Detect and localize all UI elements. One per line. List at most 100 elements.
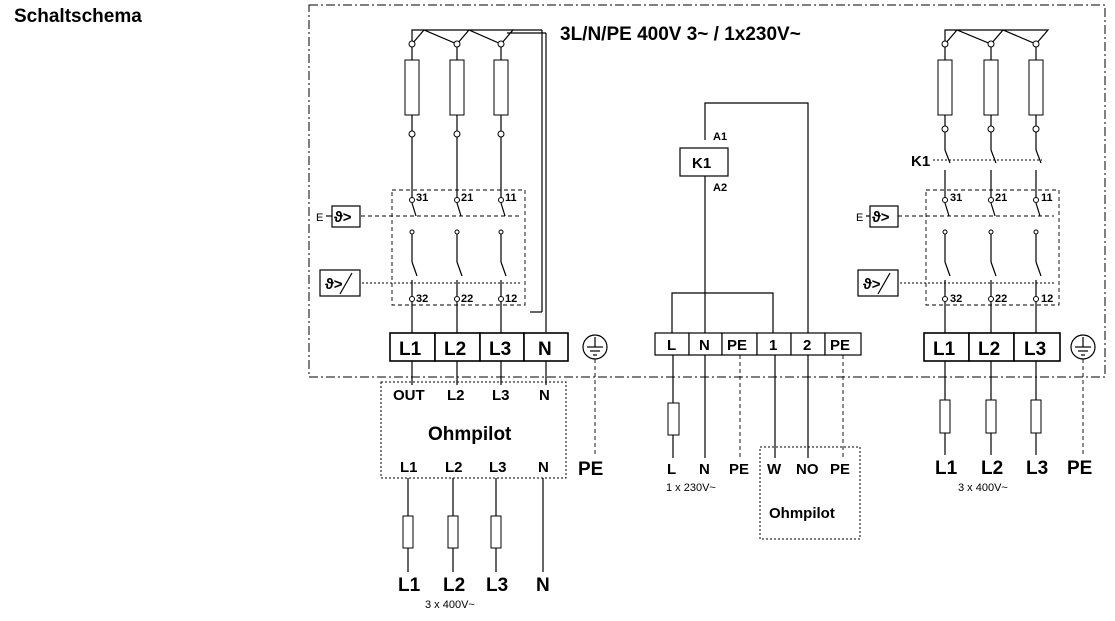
- middle-coil-wire: [704, 102, 809, 333]
- right-contact-21: 21: [995, 192, 1007, 204]
- left-ohmpilot-top-l3: L3: [492, 387, 510, 404]
- left-contact-12: 12: [505, 293, 517, 305]
- left-heater-1: [404, 40, 420, 198]
- header-label: 3L/N/PE 400V 3~ / 1x230V~: [560, 24, 801, 45]
- middle-bridge-wire: [671, 292, 774, 333]
- left-ohmpilot-bottom-l2: L2: [445, 459, 463, 476]
- middle-terminal-2: 2: [803, 337, 811, 354]
- left-terminal-l2: L2: [444, 339, 466, 360]
- right-terminal-l1: L1: [933, 339, 956, 360]
- left-ohmpilot-box: [380, 381, 567, 479]
- left-ground-icon: [582, 334, 608, 360]
- middle-fuse: [667, 402, 680, 436]
- middle-supply-note: 1 x 230V~: [666, 482, 716, 494]
- right-switches: [942, 197, 1042, 302]
- middle-coil-a2: A2: [713, 182, 727, 194]
- right-supply-fuses: [939, 361, 1042, 455]
- left-contact-11: 11: [505, 192, 517, 204]
- left-thermostat-1: [331, 205, 361, 228]
- left-contact-22: 22: [461, 293, 473, 305]
- right-contact-31: 31: [950, 192, 962, 204]
- left-supply-note: 3 x 400V~: [425, 599, 475, 611]
- middle-ohmpilot-box: [759, 446, 861, 540]
- left-supply-n: N: [536, 575, 550, 596]
- right-contact-32: 32: [950, 293, 962, 305]
- left-switches: [409, 197, 507, 302]
- left-ohmpilot-title: Ohmpilot: [428, 424, 512, 445]
- left-unit: 31 21 11 32 22 12: [316, 29, 608, 611]
- middle-terminal-pe: PE: [727, 337, 747, 354]
- right-heater-1: [937, 40, 953, 198]
- middle-supply-pe: PE: [729, 461, 749, 478]
- right-terminal-l3: L3: [1024, 339, 1046, 360]
- left-ohmpilot-out: OUT: [393, 387, 425, 404]
- right-thermostat-1: [869, 205, 899, 228]
- left-contact-21: 21: [461, 192, 473, 204]
- right-relay-label: K1: [911, 153, 930, 170]
- left-ohmpilot-top-l2: L2: [447, 387, 465, 404]
- left-pe-label: PE: [578, 459, 603, 480]
- right-thermostat-2: [857, 269, 899, 297]
- right-supply-l1: L1: [935, 458, 958, 479]
- right-supply-l2: L2: [981, 458, 1003, 479]
- middle-terminal-l: L: [667, 337, 676, 354]
- middle-terminal-1: 1: [769, 337, 777, 354]
- left-terminal-l1: L1: [399, 339, 422, 360]
- right-thermostat-2-symbol: ϑ>: [863, 276, 881, 293]
- right-supply-note: 3 x 400V~: [958, 482, 1008, 494]
- right-terminal-block: [923, 332, 1061, 362]
- middle-ohmpilot-w: W: [767, 461, 782, 478]
- left-supply-l2: L2: [443, 575, 465, 596]
- left-terminal-l3: L3: [489, 339, 511, 360]
- middle-ohmpilot-title: Ohmpilot: [769, 505, 835, 522]
- left-ohmpilot-top-n: N: [539, 387, 550, 404]
- right-thermostat-2-arrow: [877, 272, 891, 295]
- right-contact-12: 12: [1041, 293, 1053, 305]
- left-supply-l3: L3: [486, 575, 508, 596]
- left-contact-32: 32: [416, 293, 428, 305]
- middle-unit: A1 K1 A2 L N PE 1 2 PE L N PE 1 x 230: [654, 102, 862, 540]
- middle-relay-k1: [679, 147, 729, 177]
- right-contact-22: 22: [995, 293, 1007, 305]
- device-frame: [308, 4, 1106, 378]
- left-thermostat-2: [319, 269, 361, 297]
- left-supply-fuses: [402, 478, 544, 572]
- right-thermostat-box: [925, 189, 1060, 306]
- right-unit: K1 31 21 11 32 22 12: [856, 29, 1096, 494]
- left-thermostat-1-symbol: ϑ>: [334, 209, 352, 226]
- right-thermostat-1-symbol: ϑ>: [872, 209, 890, 226]
- middle-supply-l: L: [667, 461, 676, 478]
- right-delta: [944, 29, 1050, 45]
- left-thermostat-2-symbol: ϑ>: [325, 276, 343, 293]
- middle-supply-n: N: [699, 461, 710, 478]
- left-heater-2: [449, 40, 465, 198]
- right-thermostat-e: E: [856, 212, 863, 224]
- right-supply-l3: L3: [1026, 458, 1048, 479]
- middle-ohmpilot-no: NO: [796, 461, 819, 478]
- left-delta: [411, 29, 515, 45]
- middle-terminal-n: N: [699, 337, 710, 354]
- left-ohmpilot-bottom-l1: L1: [400, 459, 418, 476]
- right-contact-11: 11: [1041, 192, 1053, 204]
- right-heater-3: [1028, 40, 1044, 198]
- left-supply-l1: L1: [398, 575, 421, 596]
- left-contact-31: 31: [416, 192, 428, 204]
- left-terminal-n: N: [538, 339, 552, 360]
- middle-coil-a1: A1: [713, 131, 727, 143]
- middle-terminal-block: [654, 332, 862, 356]
- left-thermostat-box: [391, 189, 526, 306]
- right-terminal-l2: L2: [978, 339, 1000, 360]
- left-terminal-block: [389, 332, 569, 362]
- middle-relay-label: K1: [692, 155, 711, 172]
- right-ground-icon: [1070, 334, 1096, 360]
- left-thermostat-e: E: [316, 212, 323, 224]
- right-heater-2: [983, 40, 999, 198]
- left-heater-3: [493, 40, 509, 198]
- middle-ohmpilot-pe: PE: [830, 461, 850, 478]
- left-thermostat-2-arrow: [339, 272, 353, 295]
- left-ohmpilot-bottom-l3: L3: [489, 459, 507, 476]
- page-title: Schaltschema: [14, 6, 142, 27]
- left-ohmpilot-bottom-n: N: [538, 459, 549, 476]
- middle-terminal-pe-2: PE: [830, 337, 850, 354]
